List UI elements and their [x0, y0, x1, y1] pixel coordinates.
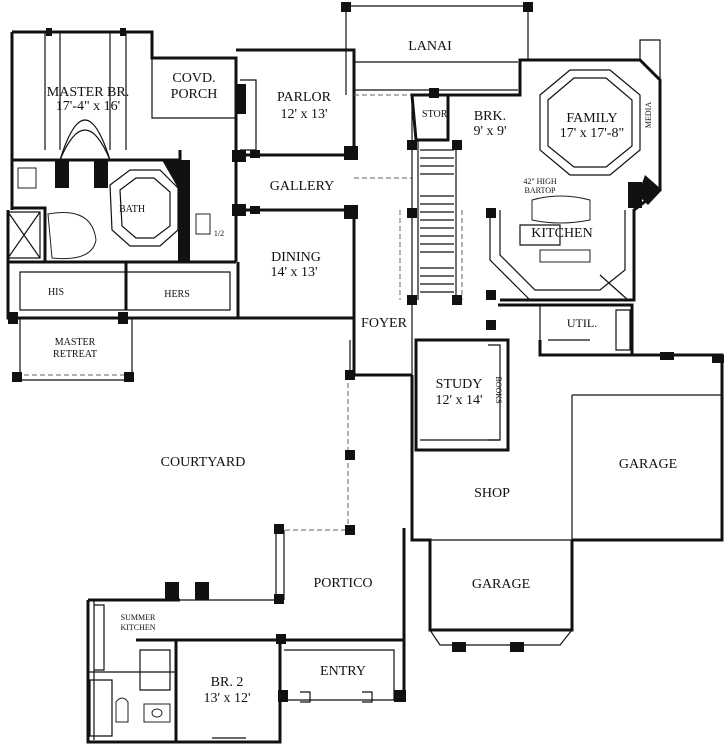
- room-label-foyer: FOYER: [361, 316, 408, 331]
- room-label-parlor: PARLOR: [277, 90, 332, 105]
- util-study-walls: [410, 303, 634, 528]
- room-label-entry: ENTRY: [320, 664, 366, 679]
- garage-shop-walls: [402, 352, 724, 652]
- room-label-garage-right: GARAGE: [619, 457, 677, 472]
- label-bartop: BARTOP: [525, 186, 556, 195]
- room-size-br2: 13' x 12': [203, 691, 250, 706]
- room-label-summer-kitchen-2: KITCHEN: [120, 623, 155, 632]
- courtyard-portico-walls: [180, 370, 406, 700]
- room-label-garage-center: GARAGE: [472, 577, 530, 592]
- room-label-media: MEDIA: [644, 102, 653, 128]
- room-size-dining: 14' x 13': [270, 265, 317, 280]
- foyer-stairs-walls: [349, 93, 463, 377]
- master-suite-walls: [6, 28, 240, 382]
- room-label-util: UTIL.: [567, 316, 597, 330]
- room-size-parlor: 12' x 13': [280, 107, 327, 122]
- room-label-covd-porch-1: COVD.: [172, 71, 215, 86]
- room-label-portico: PORTICO: [313, 576, 372, 591]
- room-label-br2: BR. 2: [211, 675, 244, 690]
- room-label-master-retreat-2: RETREAT: [53, 349, 97, 360]
- room-label-courtyard: COURTYARD: [161, 455, 246, 470]
- room-label-kitchen: KITCHEN: [531, 226, 592, 241]
- room-labels: LANAI MASTER BR. 17'-4" x 16' COVD. PORC…: [47, 39, 677, 706]
- room-label-books: BOOKS: [494, 376, 503, 403]
- room-label-his: HIS: [48, 287, 64, 298]
- room-size-family: 17' x 17'-8": [560, 126, 624, 141]
- room-label-family: FAMILY: [566, 111, 617, 126]
- room-label-shop: SHOP: [474, 486, 510, 501]
- parlor-gallery-dining-walls: [232, 48, 414, 320]
- room-label-dining: DINING: [271, 250, 321, 265]
- room-label-master-br: MASTER BR.: [47, 85, 129, 100]
- family-kitchen-walls: [448, 39, 662, 330]
- room-label-bath: BATH: [119, 204, 145, 215]
- room-label-covd-porch-2: PORCH: [171, 87, 218, 102]
- room-label-stor: STOR.: [422, 109, 450, 120]
- label-bartop-height: 42" HIGH: [523, 177, 556, 186]
- room-label-lanai: LANAI: [408, 39, 452, 54]
- room-label-summer-kitchen-1: SUMMER: [121, 613, 156, 622]
- room-label-brk: BRK.: [474, 109, 506, 124]
- lanai-walls: [341, 2, 533, 98]
- room-label-hers: HERS: [164, 289, 190, 300]
- room-label-master-retreat-1: MASTER: [55, 337, 96, 348]
- room-label-gallery: GALLERY: [270, 179, 335, 194]
- room-size-brk: 9' x 9': [473, 124, 506, 139]
- summer-kitchen-br2-entry-walls: [86, 582, 406, 744]
- room-label-study: STUDY: [436, 377, 483, 392]
- room-size-master-br: 17'-4" x 16': [56, 99, 120, 114]
- room-label-half-bath: 1/2: [214, 229, 224, 238]
- room-size-study: 12' x 14': [435, 393, 482, 408]
